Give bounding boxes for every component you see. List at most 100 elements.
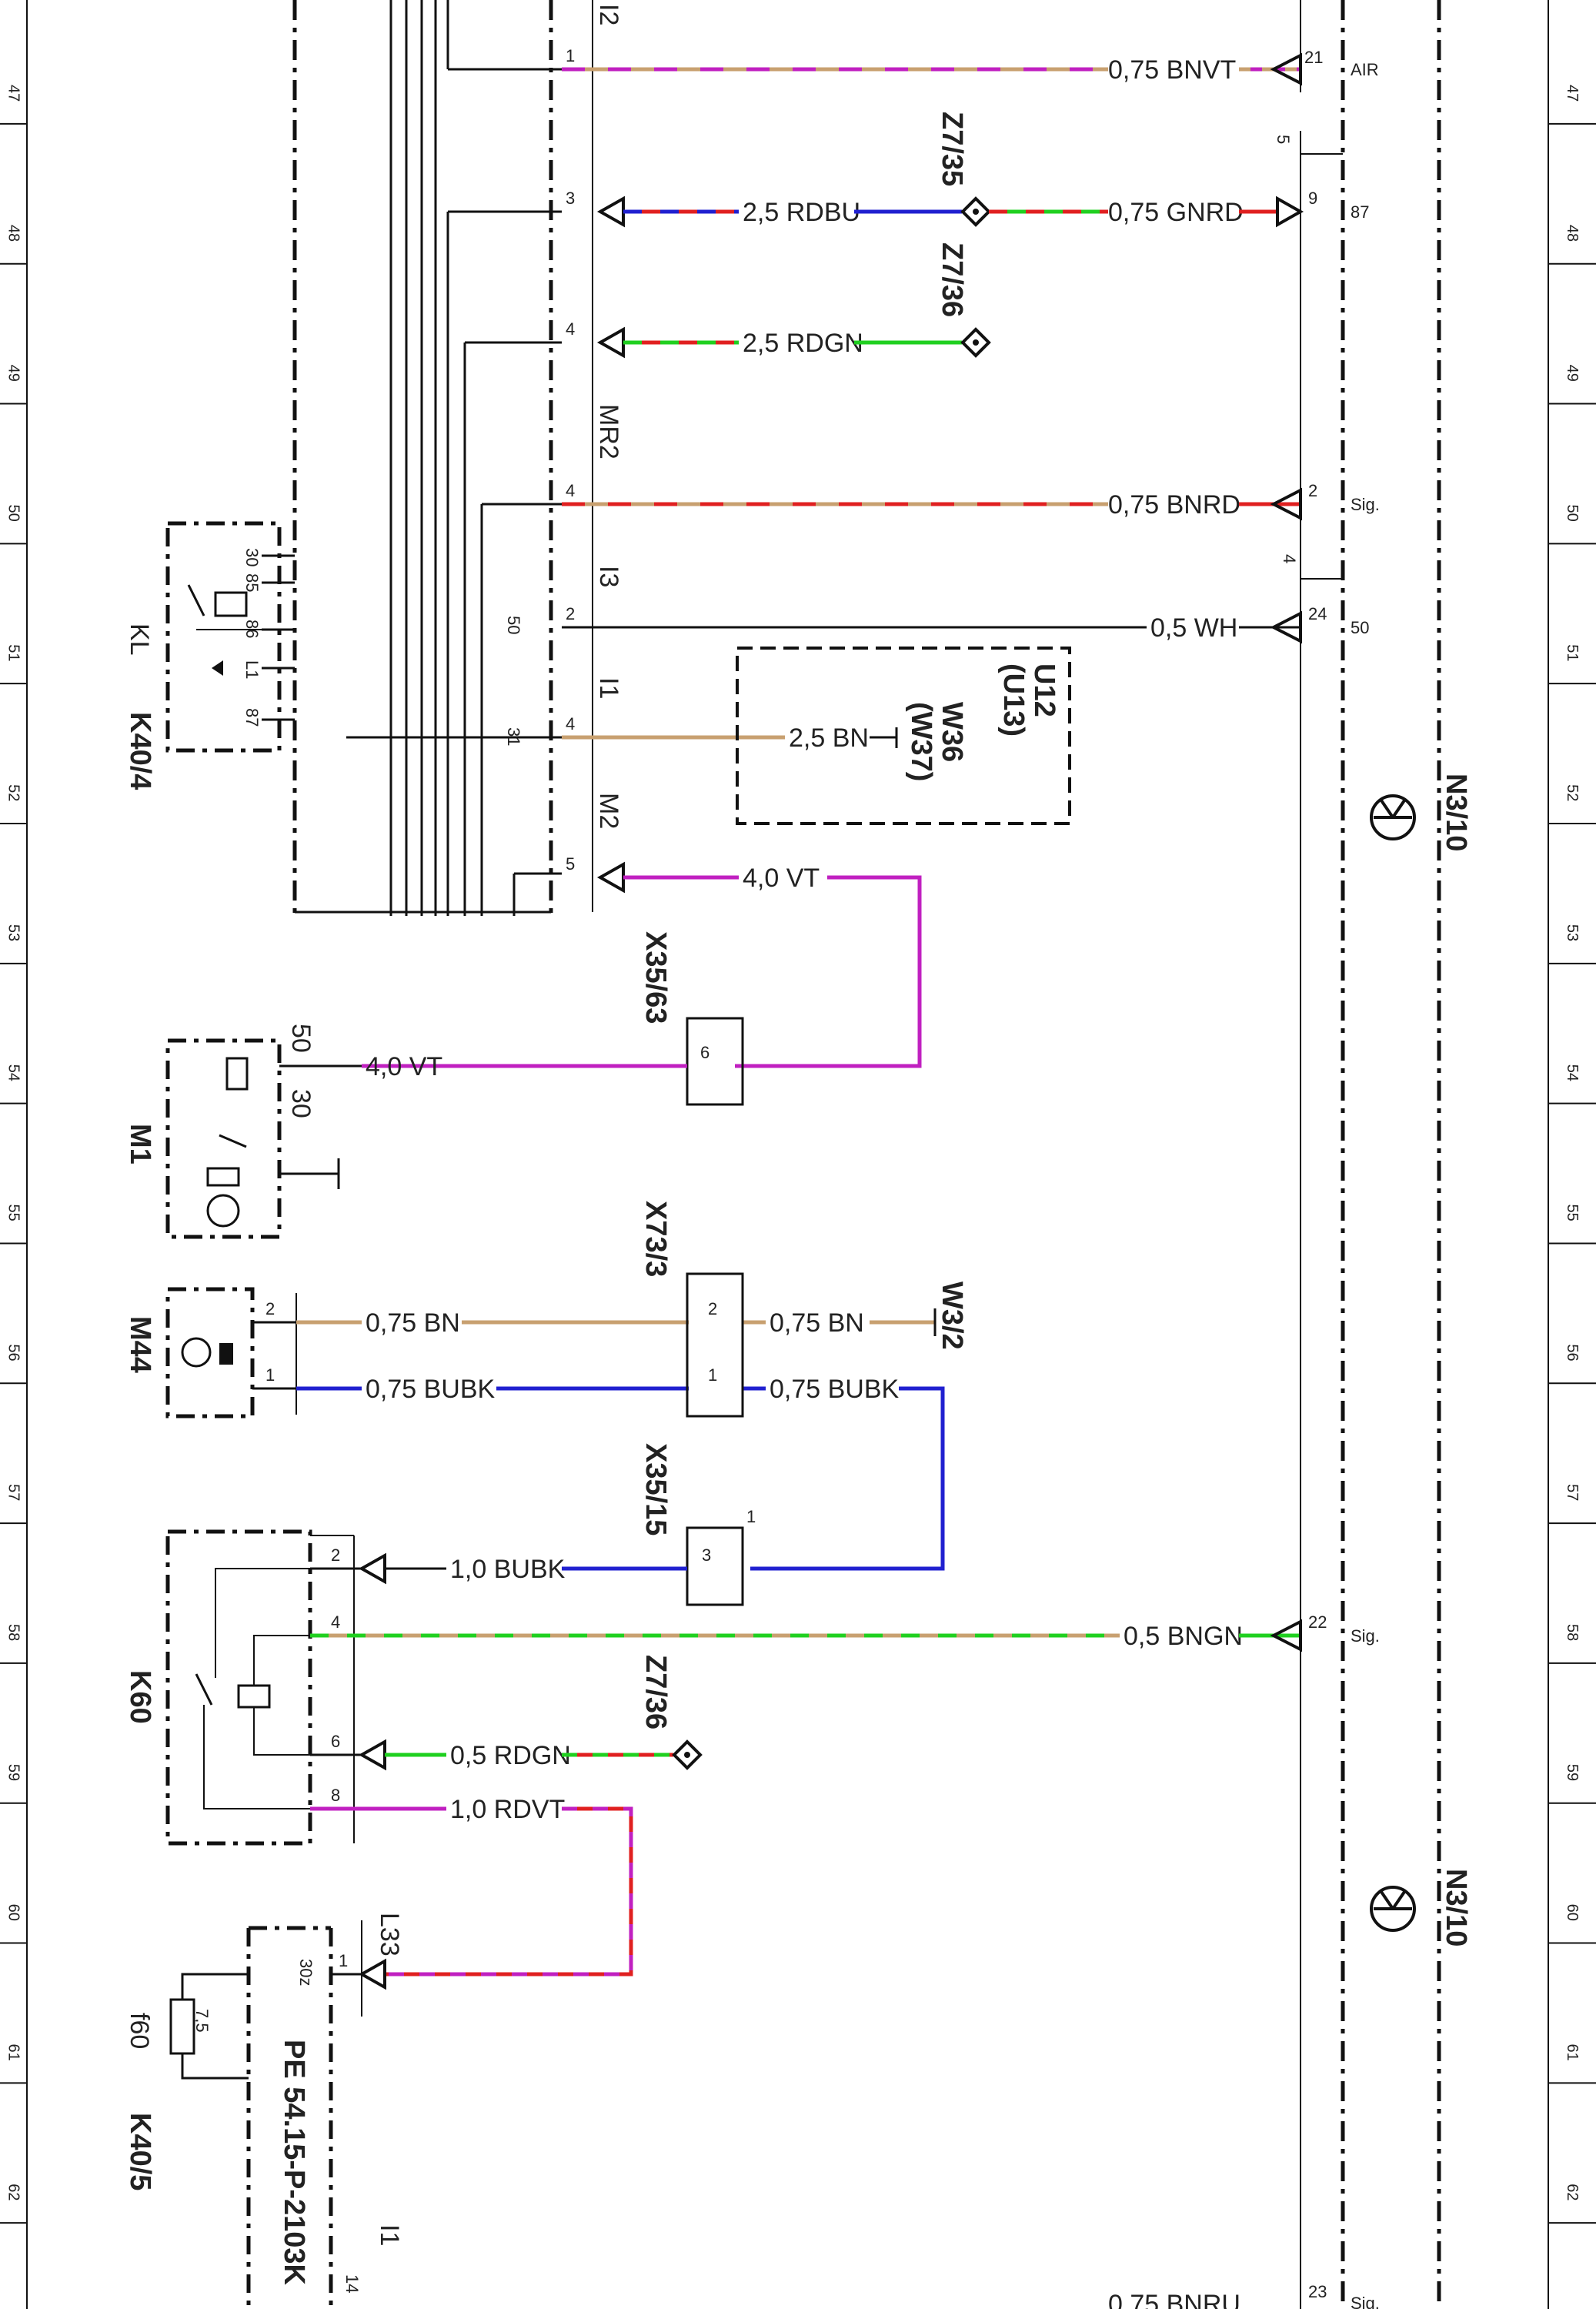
pin-number: 4 [331, 1612, 340, 1632]
wire-rdbu-gnrd: 2,5 RDBU 0,75 GNRD 9 87 3 Z7/35 Z7/36 [566, 112, 1369, 317]
ruler-label: 53 [5, 924, 22, 941]
pin-number: 2 [331, 1545, 340, 1565]
ruler-label: 55 [1564, 1205, 1581, 1221]
pin-tag: Sig. [1351, 1626, 1380, 1646]
ruler-label: 49 [5, 365, 22, 382]
ruler-label: 54 [5, 1064, 22, 1081]
k40-4-relay: 30 85 86 L1 87 KL K40/4 [124, 521, 295, 790]
wire-wh: 0,5 WH 24 50 2 [562, 604, 1369, 644]
pin-tag: AIR [1351, 60, 1379, 79]
wire-label: 4,0 VT [743, 864, 820, 893]
fuse-pin-30z: 30z [296, 1959, 316, 1986]
ruler-label: 54 [1564, 1064, 1581, 1081]
pin-number: 9 [1308, 189, 1317, 208]
x35-63-connector: X35/63 6 [639, 931, 744, 1106]
m1-pin-50: 50 [286, 1024, 316, 1053]
wire-label: 0,75 BUBK [770, 1375, 900, 1404]
pin-number: 3 [566, 189, 575, 208]
wire-label: 0,5 RDGN [450, 1741, 571, 1770]
m44-label: M44 [124, 1316, 156, 1373]
ruler-label: 52 [5, 784, 22, 801]
ruler-label: 47 [5, 85, 22, 102]
m44-component: M44 [124, 1287, 297, 1418]
wire-label: 0,75 BUBK [366, 1375, 496, 1404]
w3-2-label: W3/2 [936, 1281, 968, 1350]
u12-label: U12 [1028, 663, 1060, 717]
pin-number: 4 [566, 319, 575, 339]
n3-10-label-top: N3/10 [1440, 774, 1472, 851]
z7-36-label-bottom: Z7/36 [639, 1655, 672, 1729]
k40-4-kl: KL [125, 623, 154, 656]
ruler-label: 48 [1564, 225, 1581, 242]
right-ruler: 4748495051525354555657585960616263 [1548, 0, 1596, 2309]
wire-bubk-k60: 1,0 BUBK 2 [310, 1545, 687, 1585]
wire-bnru: 0,75 BNRU 23 Sig. [1108, 2282, 1380, 2309]
wire-label: 0,75 BN [366, 1308, 460, 1338]
ruler-label: 62 [1564, 2184, 1581, 2200]
pin-number: 21 [1304, 48, 1323, 67]
motor-icon [181, 1337, 212, 1368]
splice-icon [672, 1739, 703, 1770]
right-block-top-label: 5 [1274, 135, 1293, 144]
motor-icon [206, 1194, 240, 1228]
pin-number: 1 [566, 46, 575, 65]
pin-number: 23 [1308, 2282, 1327, 2301]
wire-label: 4,0 VT [366, 1052, 442, 1081]
ruler-label: 58 [1564, 1624, 1581, 1641]
wire-bn-u12: 2,5 BN 4 [562, 714, 898, 753]
ruler-label: 57 [1564, 1484, 1581, 1501]
pin-label-50: 50 [504, 616, 523, 634]
pin-number: 3 [702, 1545, 711, 1565]
splice-icon [960, 196, 991, 227]
wire-label: 2,5 RDBU [743, 198, 860, 227]
pin-tag: Sig. [1351, 495, 1380, 514]
wire-label: 0,75 BNRU [1108, 2290, 1240, 2309]
wire-label: 0,75 BN [770, 1308, 864, 1338]
ruler-label: 56 [1564, 1344, 1581, 1361]
z7-36-label: Z7/36 [936, 242, 968, 317]
wire-label: 0,5 BNGN [1124, 1622, 1243, 1651]
pin-number: 2 [708, 1299, 717, 1318]
ruler-label: 60 [1564, 1904, 1581, 1921]
wire-label: 0,5 WH [1150, 613, 1237, 643]
fuse-icon [169, 1973, 249, 2080]
pin-tag: 50 [1351, 618, 1369, 637]
ruler-label: 51 [1564, 644, 1581, 661]
pin-number: 4 [566, 481, 575, 500]
ruler-label: 50 [5, 504, 22, 521]
ruler-label: 52 [1564, 784, 1581, 801]
wire-vt-top: 4,0 VT 5 [566, 854, 922, 1068]
wire-label: 2,5 BN [789, 723, 869, 753]
pin-number: 4 [566, 714, 575, 733]
m1-starter: 50 30 M1 [124, 1024, 362, 1239]
pin-number: 1 [708, 1365, 717, 1385]
pin-number: 5 [566, 854, 575, 874]
k40-5-label: K40/5 [124, 2113, 156, 2190]
x73-3-connector: X73/3 [639, 1201, 744, 1418]
ruler-label: 61 [1564, 2043, 1581, 2060]
w37-label: (W37) [905, 702, 937, 781]
pin-number: 1 [265, 1365, 275, 1385]
conn-label-i2: I2 [594, 4, 623, 25]
x35-15-label: X35/15 [639, 1443, 672, 1535]
ruler-label: 48 [5, 225, 22, 242]
k60-label: K60 [124, 1670, 156, 1724]
pin-number: 1 [339, 1951, 348, 1970]
fuse-rating: 7,5 [192, 2009, 212, 2033]
pin-number: 22 [1308, 1612, 1327, 1632]
wire-bnrd: 0,75 BNRD 2 Sig. 4 [562, 481, 1380, 521]
n3-10-label-bottom: N3/10 [1440, 1869, 1472, 1946]
f60-label: f60 [125, 2013, 154, 2049]
pin-number: 24 [1308, 604, 1327, 623]
wire-label: 1,0 RDVT [450, 1795, 565, 1824]
splice-icon [960, 327, 991, 358]
wire-bnvt-1: 0,75 BNVT 21 AIR 1 [562, 46, 1379, 86]
pin-87: 87 [242, 708, 262, 727]
x35-15-connector: X35/15 1 3 [639, 1443, 756, 1606]
k60-relay: K60 [124, 1529, 355, 1846]
m1-pin-30: 30 [286, 1089, 316, 1118]
left-ruler: 4748495051525354555657585960616263 [0, 0, 28, 2309]
wire-label: 1,0 BUBK [450, 1555, 566, 1584]
pin-number: 6 [331, 1732, 340, 1751]
k40-5-block: L33 30z 7,5 f60 K40/5 PE 54.15-P-2103K I… [124, 1913, 404, 2309]
